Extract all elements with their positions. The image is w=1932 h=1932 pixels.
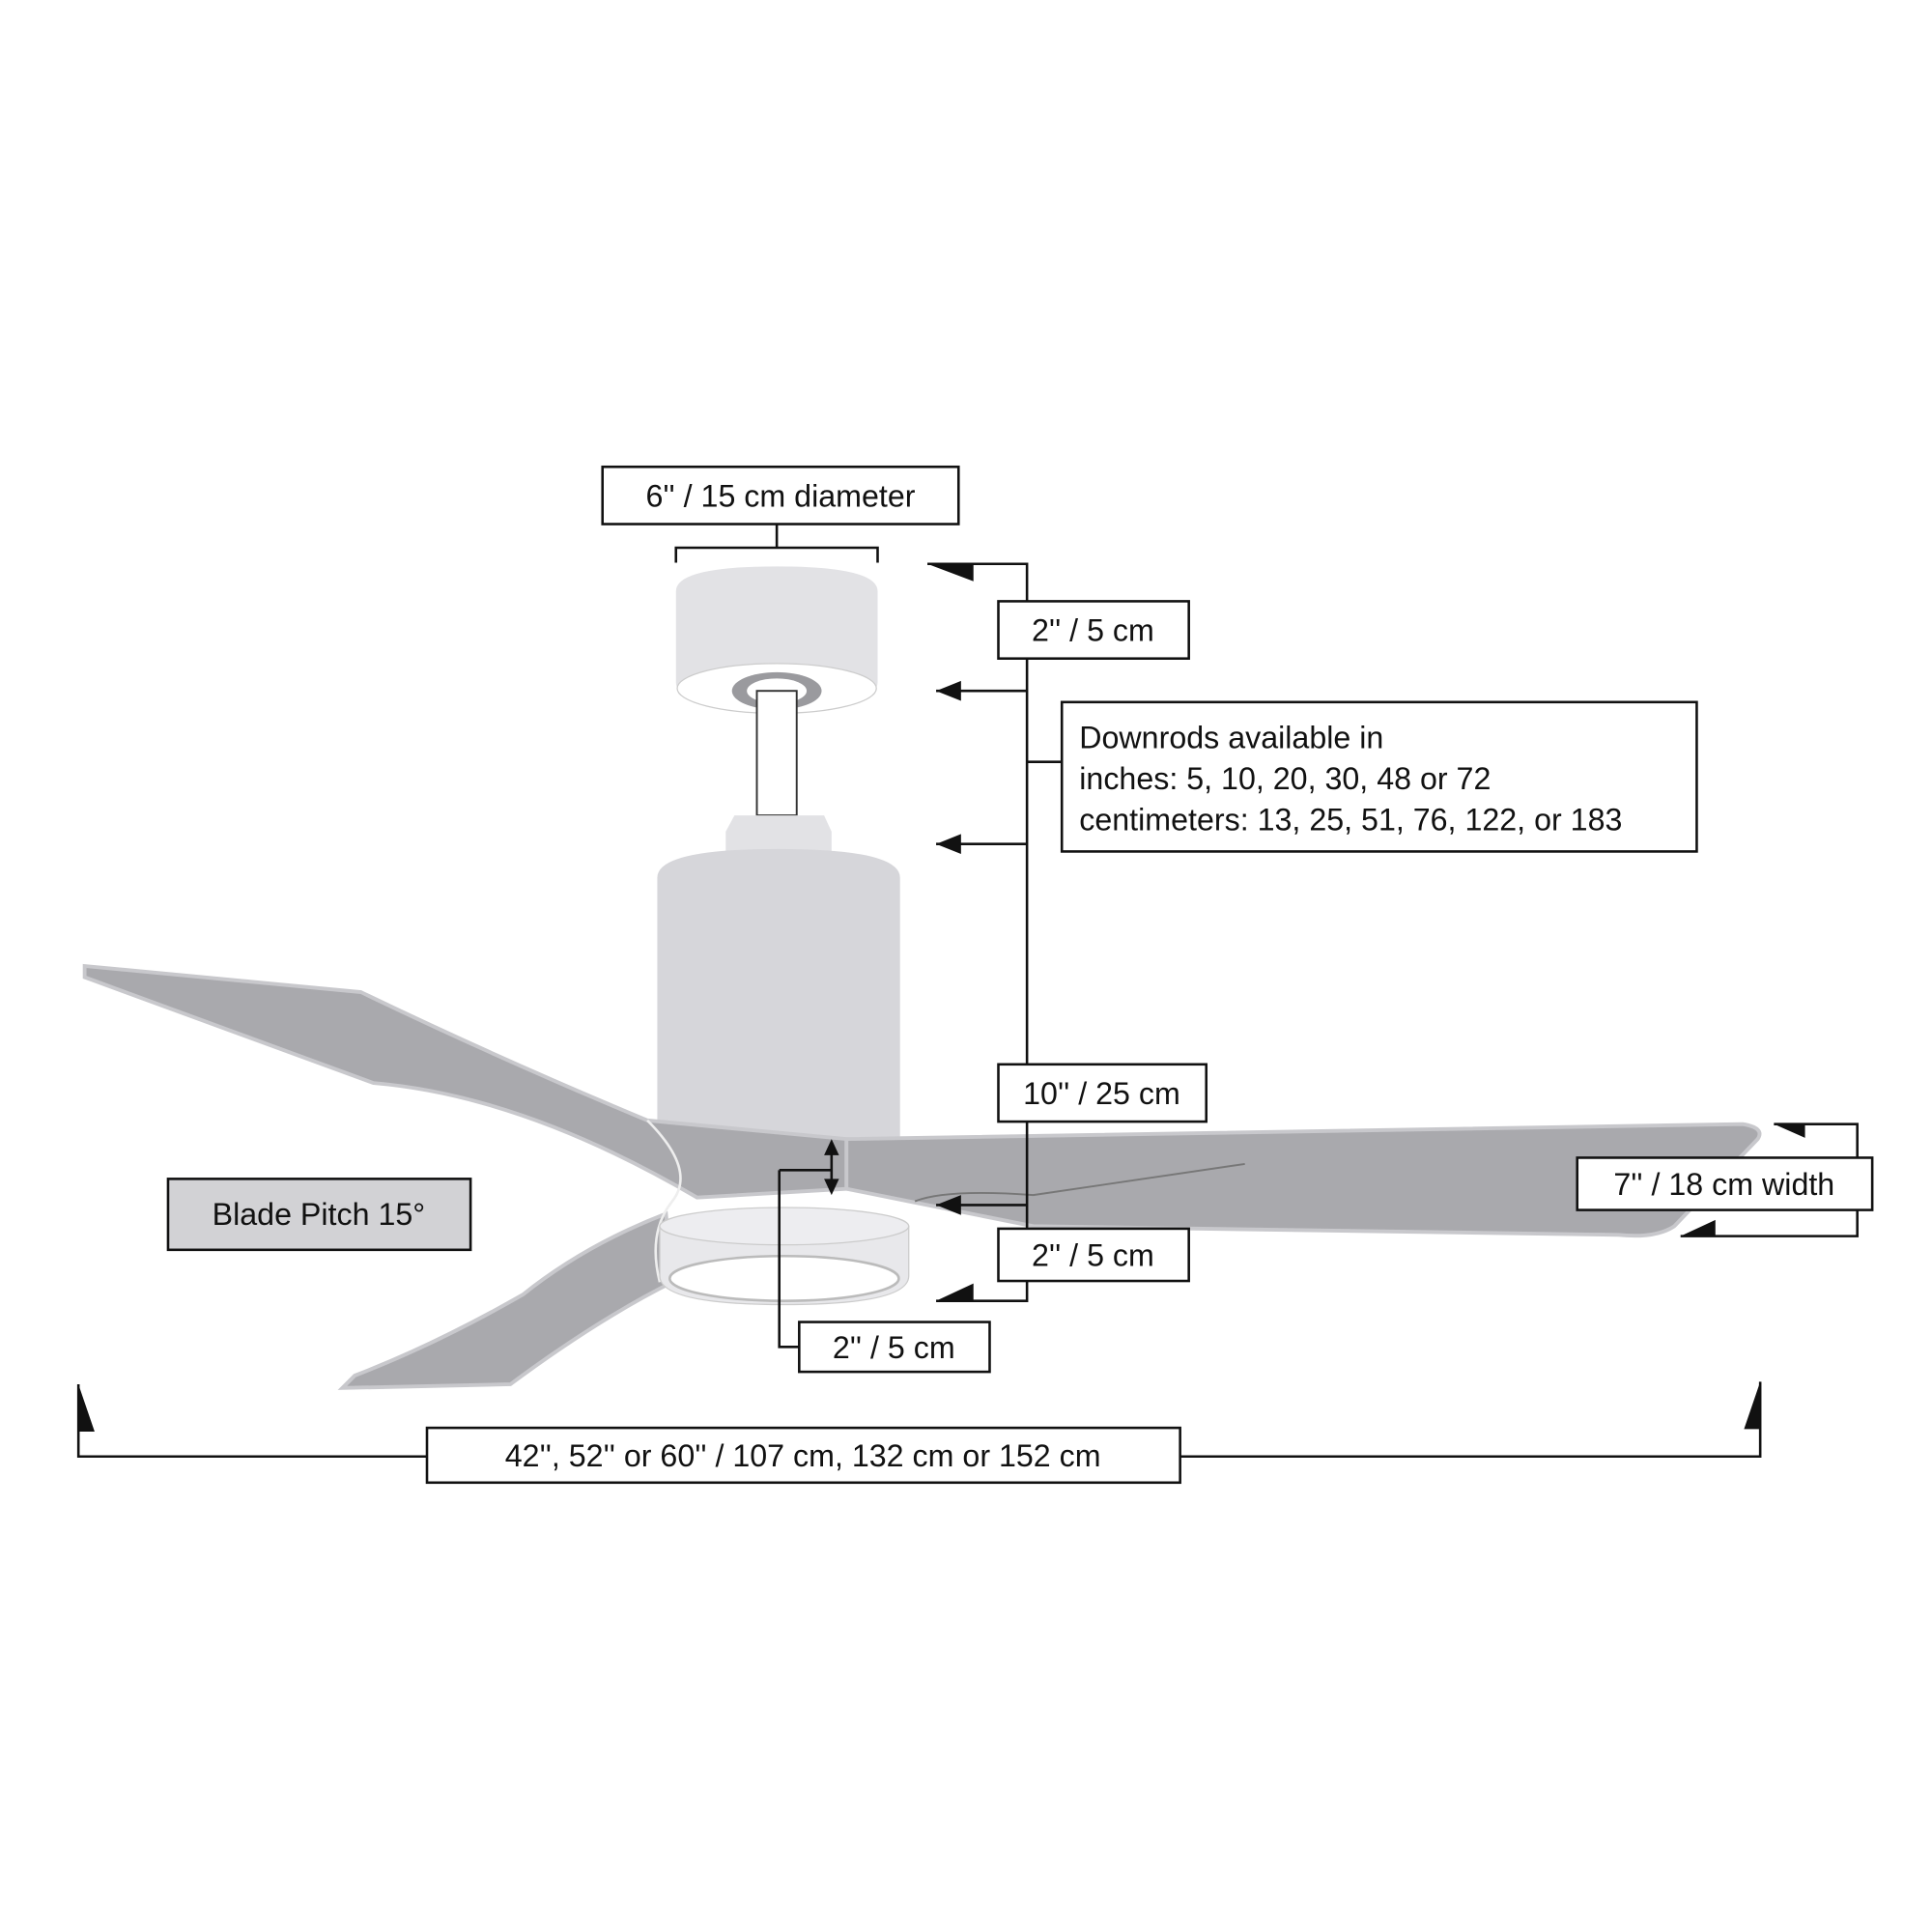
light-kit	[659, 1207, 910, 1306]
span-label: 42'', 52'' or 60'' / 107 cm, 132 cm or 1…	[505, 1438, 1101, 1473]
light-height-label: 2'' / 5 cm	[833, 1330, 955, 1365]
downrods-line-1: Downrods available in	[1079, 720, 1383, 754]
downrod	[755, 690, 798, 817]
motor-height-box	[997, 1063, 1208, 1123]
canopy	[675, 566, 878, 715]
motor-height-label: 10'' / 25 cm	[1023, 1076, 1180, 1111]
downrods-line-3: centimeters: 13, 25, 51, 76, 122, or 183	[1079, 803, 1622, 838]
canopy-diameter-dimension: 6'' / 15 cm diameter	[601, 465, 960, 563]
light-height-box	[798, 1321, 991, 1374]
canopy-height-box	[997, 600, 1190, 660]
lower-blade	[337, 1210, 674, 1390]
motor-coupler	[725, 815, 832, 860]
downrods-line-2: inches: 5, 10, 20, 30, 48 or 72	[1079, 761, 1491, 796]
left-blade	[82, 963, 849, 1200]
downrods-box	[1060, 700, 1698, 853]
blade-width-box	[1576, 1156, 1874, 1211]
light-height-dimension	[778, 1139, 839, 1349]
span-box	[425, 1426, 1181, 1485]
right-blade	[844, 1122, 1762, 1238]
motor-housing	[657, 848, 900, 1146]
blade-pitch-label: Blade Pitch 15°	[213, 1197, 426, 1232]
canopy-diameter-label: 6'' / 15 cm diameter	[645, 478, 915, 513]
blade-to-light-box	[997, 1227, 1190, 1283]
blade-to-light-label: 2'' / 5 cm	[1032, 1238, 1154, 1273]
canopy-height-label: 2'' / 5 cm	[1032, 613, 1154, 648]
blade-width-label: 7'' / 18 cm width	[1613, 1167, 1834, 1202]
blade-pitch-box	[166, 1178, 472, 1252]
fan-blades	[82, 963, 1762, 1390]
